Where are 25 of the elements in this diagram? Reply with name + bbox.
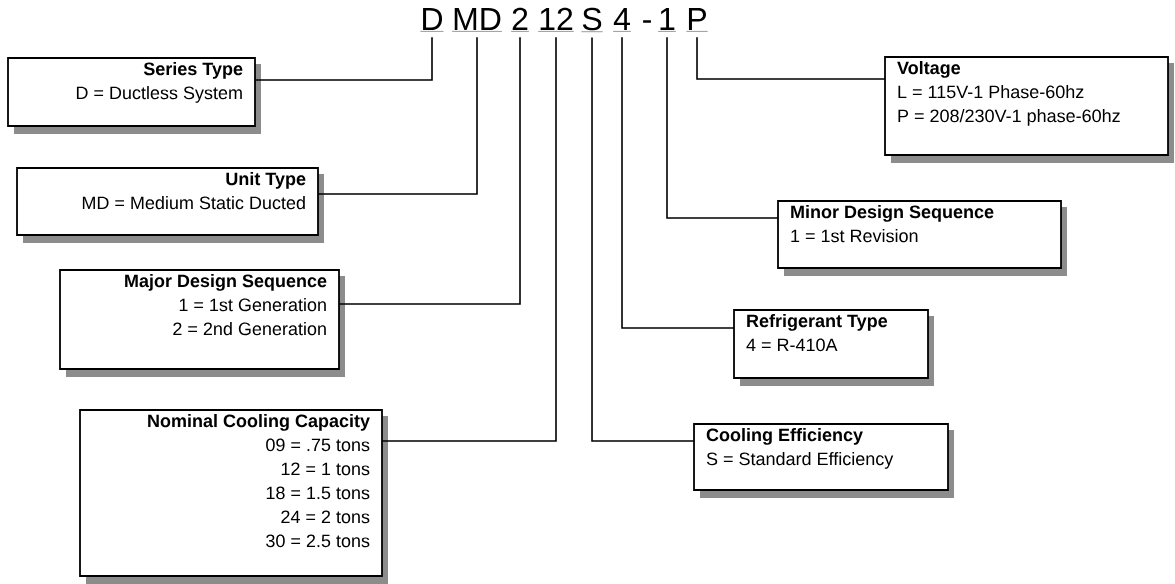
code-segment: 12	[538, 7, 574, 32]
info-box: Unit Type MD = Medium Static Ducted	[16, 167, 324, 243]
leader-line	[254, 36, 433, 81]
info-box: Refrigerant Type 4 = R-410A	[733, 309, 934, 386]
leader-line	[591, 36, 695, 442]
leader-line	[666, 36, 779, 219]
leader-line	[381, 36, 557, 442]
code-segment: 2	[510, 7, 530, 32]
leader-line	[338, 36, 521, 305]
code-segment: D	[420, 8, 444, 32]
leader-line	[317, 36, 478, 195]
info-box: Nominal Cooling Capacity 09 = .75 tons 12 = 1 tons 18 = 1.5 tons 24 = 2 tons 30 = 2.5 tons	[79, 409, 388, 584]
code-segment: MD	[451, 8, 503, 32]
code-segment: 1	[657, 8, 677, 32]
info-box: Cooling Efficiency S = Standard Efficiency	[693, 423, 954, 498]
info-box: Major Design Sequence 1 = 1st Generation 2 = 2nd Generation	[59, 269, 345, 377]
info-box: Minor Design Sequence 1 = 1st Revision	[777, 200, 1067, 276]
leader-line	[696, 36, 886, 80]
leader-line	[621, 36, 735, 329]
code-segment: S	[581, 7, 603, 32]
code-segment: P	[686, 8, 708, 32]
info-box: Series Type D = Ductless System	[7, 57, 261, 134]
info-box: Voltage L = 115V-1 Phase-60hz P = 208/230V-1 phase-60hz	[884, 56, 1174, 163]
separator-dash: -	[643, 20, 651, 23]
code-segment: 4	[612, 8, 632, 32]
